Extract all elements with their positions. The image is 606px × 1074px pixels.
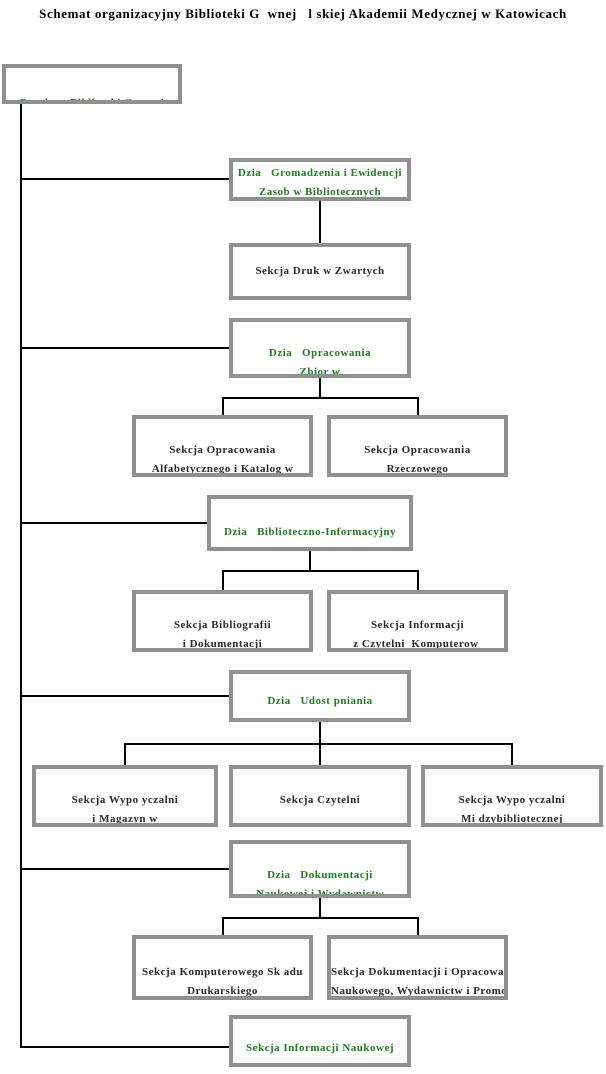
org-box-bibliografia: Sekcja Bibliografii i Dokumentacji [132, 590, 313, 652]
connector-tee [222, 917, 419, 919]
box-label: z Czytelni Komputerow [353, 638, 482, 650]
box-label: Sekcja Wypo yczalni [458, 794, 566, 806]
connector-stem [124, 743, 126, 766]
box-label: Sekcja Czytelni [279, 794, 361, 806]
box-label: i Magazyn w [92, 813, 158, 825]
connector-stem [511, 743, 513, 766]
org-box-dokumentacja: Dzia Dokumentacji Naukowej i Wydawnictw [229, 840, 411, 898]
org-box-director: Dyrektor Biblioteki G wnej [2, 64, 182, 104]
box-label: Sekcja Dokumentacji i Opracowania [331, 966, 508, 978]
box-label: Sekcja Wypo yczalni [71, 794, 179, 806]
connector-stem [319, 743, 321, 766]
box-label: Sekcja Bibliografii [173, 619, 272, 631]
box-label: Dzia Gromadzenia i Ewidencji [237, 167, 403, 179]
org-box-informacja-naukowa: Sekcja Informacji Naukowej [229, 1015, 411, 1067]
box-label: Rzeczowego [386, 463, 449, 475]
org-box-czytelnia: Sekcja Czytelni [229, 765, 411, 827]
box-label: Sekcja Informacji Naukowej [245, 1042, 395, 1054]
connector-spine [20, 104, 22, 1048]
connector-branch-opracowanie [21, 347, 230, 349]
box-label: Sekcja Informacji [370, 619, 465, 631]
org-box-opracowanie: Dzia Opracowania Zbior w [229, 318, 411, 378]
box-label: Dzia Opracowania [268, 347, 372, 359]
connector-stem [319, 898, 321, 918]
box-label: Zbior w [299, 366, 341, 378]
box-label: Mi dzybibliotecznej [460, 813, 564, 825]
org-box-biblioteczno-informacyjny: Dzia Biblioteczno-Informacyjny [207, 495, 413, 551]
connector-stem [319, 200, 321, 244]
org-box-druki-zwarte: Sekcja Druk w Zwartych [229, 243, 411, 300]
box-label: Zasob w Bibliotecznych [258, 186, 382, 198]
box-label: Alfabetycznego i Katalog w [151, 463, 294, 475]
box-label: Sekcja Druk w Zwartych [255, 265, 385, 277]
chart-title: Schemat organizacyjny Biblioteki G wnej … [39, 6, 567, 21]
connector-stem [417, 397, 419, 416]
connector-stem [417, 917, 419, 936]
box-label: i Dokumentacji [182, 638, 263, 650]
connector-stem [319, 722, 321, 744]
box-label: Naukowego, Wydawnictw i Promocji [331, 985, 508, 997]
org-box-oprac-rzeczowe: Sekcja Opracowania Rzeczowego [327, 415, 508, 477]
org-box-dokumentacja-opracowanie: Sekcja Dokumentacji i Opracowania Naukow… [327, 935, 508, 1000]
org-box-informacja-czytelnia: Sekcja Informacji z Czytelni Komputerow [327, 590, 508, 652]
box-label: Dzia Dokumentacji [267, 869, 373, 881]
org-box-udostepnianie: Dzia Udost pniania [229, 670, 411, 722]
org-box-gromadzenie: Dzia Gromadzenia i Ewidencji Zasob w Bib… [229, 158, 411, 201]
org-box-oprac-alfabetyczne: Sekcja Opracowania Alfabetycznego i Kata… [132, 415, 313, 477]
box-label: Drukarskiego [187, 985, 258, 997]
connector-stem [319, 378, 321, 398]
connector-tee [222, 397, 419, 399]
box-label: Dzia Biblioteczno-Informacyjny [223, 526, 397, 538]
connector-stem [309, 551, 311, 571]
connector-branch-inf-naukowa [21, 1046, 230, 1048]
connector-branch-udostepnianie [21, 695, 230, 697]
connector-tee [222, 570, 419, 572]
connector-branch-dokumentacja [21, 868, 230, 870]
box-label: Dzia Udost pniania [267, 695, 373, 707]
box-label: Sekcja Opracowania [364, 444, 471, 456]
connector-branch-gromadzenie [21, 178, 230, 180]
connector-tee [124, 743, 513, 745]
box-label: Sekcja Opracowania [169, 444, 276, 456]
org-box-sklad-drukarski: Sekcja Komputerowego Sk adu Drukarskiego [132, 935, 313, 1000]
box-label: Dyrektor Biblioteki G wnej [19, 97, 165, 104]
box-label: Naukowej i Wydawnictw [256, 888, 384, 898]
connector-stem [222, 570, 224, 591]
connector-stem [222, 917, 224, 936]
connector-branch-biblioteczno [21, 522, 208, 524]
connector-stem [417, 570, 419, 591]
org-box-wypozyczalnia-miedzybiblioteczna: Sekcja Wypo yczalni Mi dzybibliotecznej [421, 765, 603, 827]
org-box-wypozyczalnia-magazyny: Sekcja Wypo yczalni i Magazyn w [32, 765, 218, 827]
box-label: Sekcja Komputerowego Sk adu [142, 966, 303, 978]
connector-stem [222, 397, 224, 416]
